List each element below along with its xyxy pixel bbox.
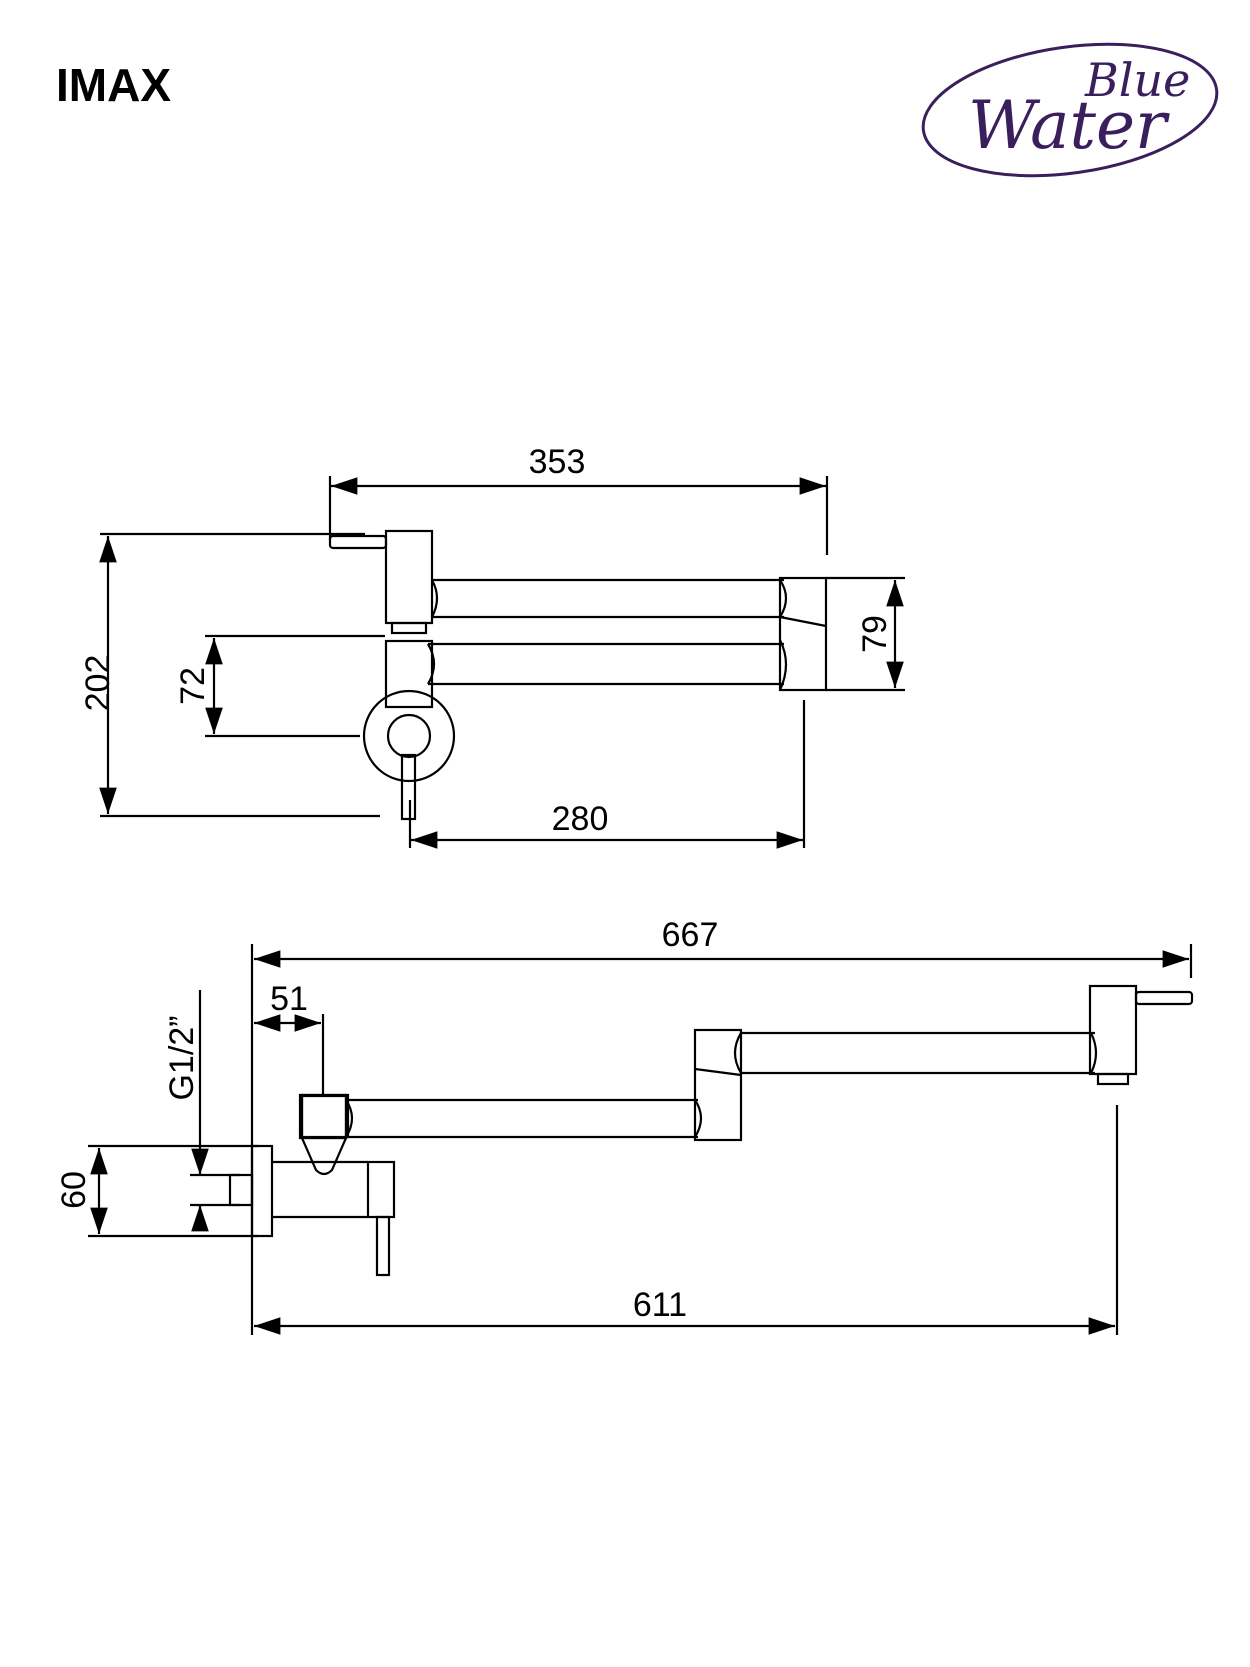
dim-60: 60	[55, 1171, 93, 1209]
dim-611: 611	[633, 1286, 687, 1324]
dim-202: 202	[79, 655, 117, 712]
top-view-dimensions: 353 202 72 79 280	[79, 443, 894, 838]
dim-51: 51	[270, 980, 308, 1018]
side-view-dimensions: 667 51 G1/2” 60 611	[55, 916, 718, 1324]
logo-text-blue: Blue	[1084, 53, 1190, 107]
dim-79: 79	[856, 615, 894, 653]
top-view-drawing	[99, 476, 905, 849]
dim-353: 353	[529, 443, 586, 481]
logo-text-water: Water	[968, 87, 1170, 164]
brand-logo: Blue Water	[921, 42, 1219, 178]
side-view-drawing	[88, 944, 1194, 1335]
dim-72: 72	[174, 667, 212, 705]
dim-667: 667	[662, 916, 719, 954]
dim-280: 280	[552, 800, 609, 838]
dim-thread: G1/2”	[163, 1015, 201, 1100]
page-title: IMAX	[56, 59, 171, 111]
